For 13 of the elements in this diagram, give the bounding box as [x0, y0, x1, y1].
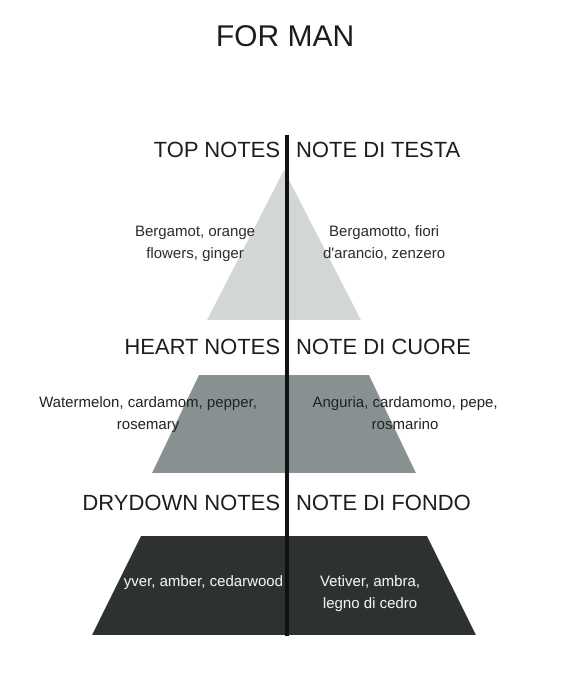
tier-heading: NOTE DI FONDO	[296, 490, 471, 516]
tier-heading: TOP NOTES	[154, 137, 280, 163]
tier-heading: HEART NOTES	[124, 334, 280, 360]
tier-heading: DRYDOWN NOTES	[82, 490, 280, 516]
notes-text: yver, amber, cedarwood	[122, 572, 283, 592]
notes-text: Bergamotto, fiori d'arancio, zenzero	[322, 222, 446, 264]
title: FOR MAN	[214, 20, 356, 54]
notes-text: Vetiver, ambra, legno di cedro	[318, 572, 422, 614]
notes-text: Anguria, cardamomo, pepe, rosmarino	[311, 393, 499, 435]
tier-heading: NOTE DI CUORE	[296, 334, 471, 360]
notes-text: Bergamot, orange flowers, ginger	[134, 222, 256, 264]
notes-text: Watermelon, cardamom, pepper, rosemary	[38, 393, 258, 435]
tier-heading: NOTE DI TESTA	[296, 137, 460, 163]
